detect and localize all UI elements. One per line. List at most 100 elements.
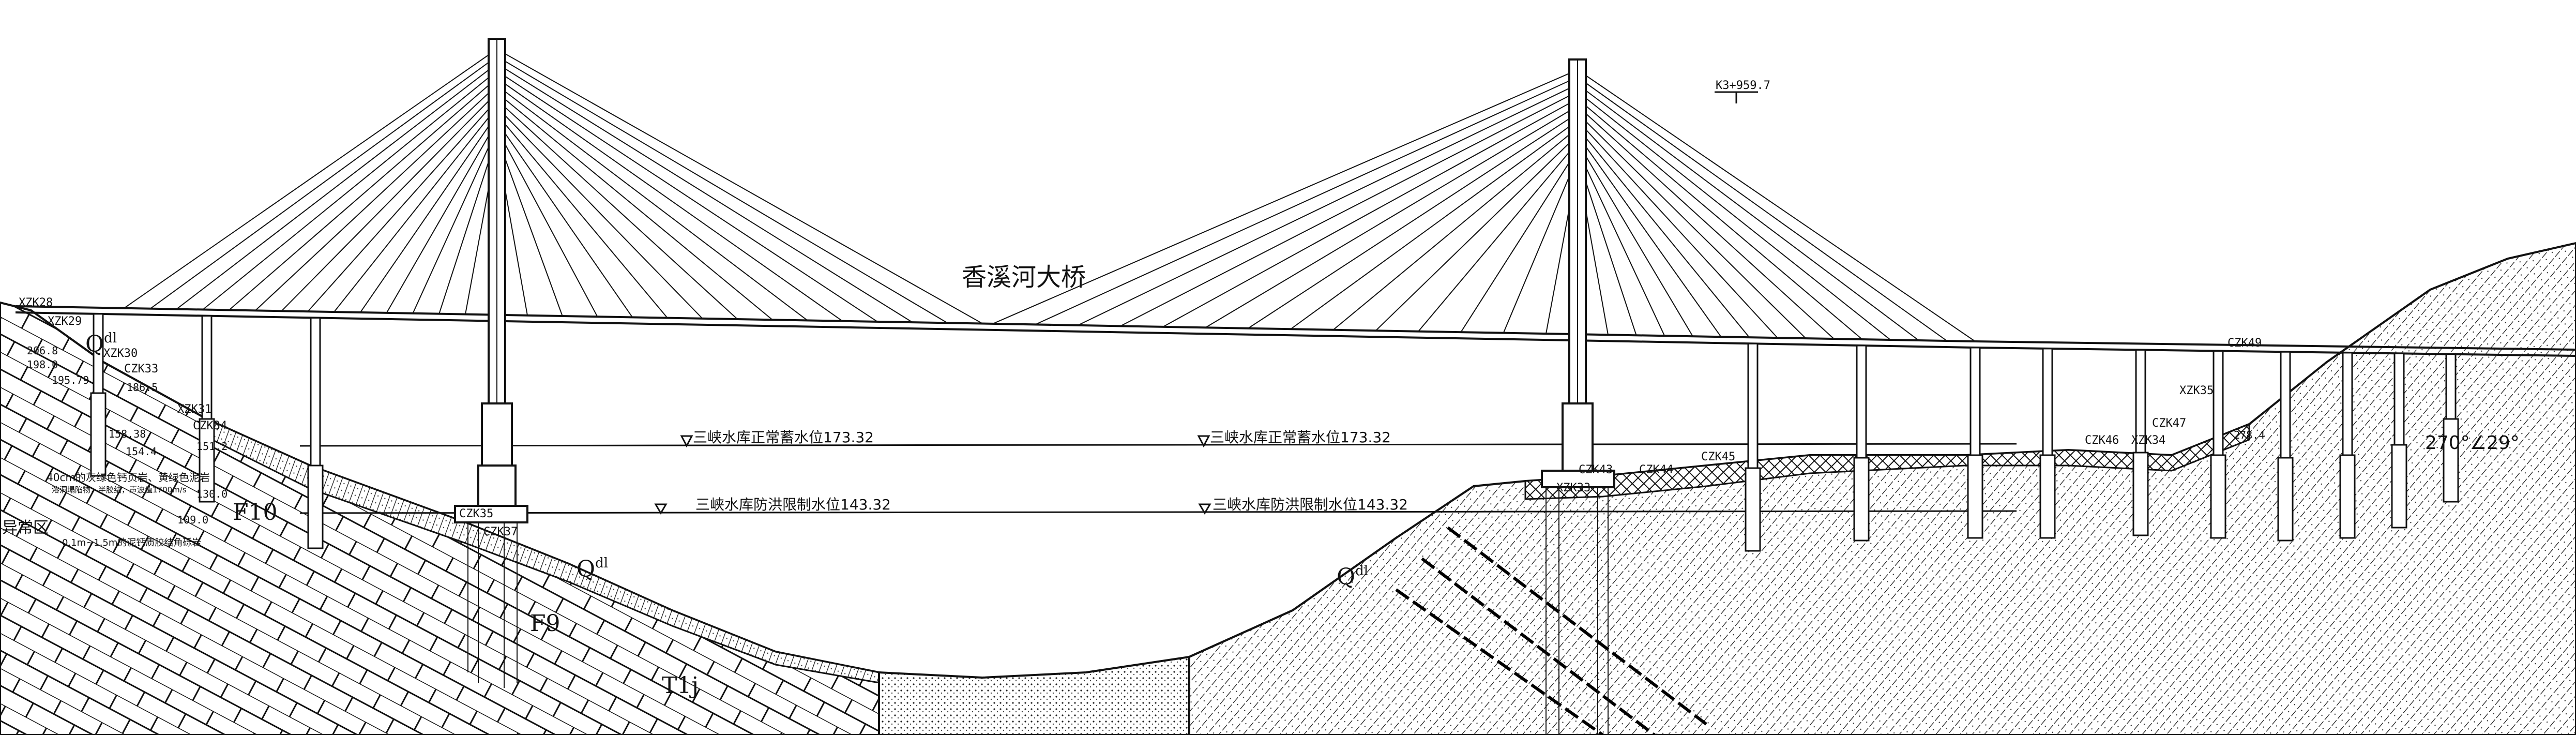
stay-cable — [1120, 91, 1578, 327]
stay-cable — [496, 78, 843, 322]
stay-cable — [124, 49, 497, 309]
pile — [2039, 454, 2056, 539]
pier — [310, 317, 321, 467]
pile — [2277, 457, 2294, 542]
pile — [90, 392, 107, 477]
stay-cable — [1332, 127, 1578, 331]
pier — [2393, 352, 2405, 446]
borehole-czk47: CZK47 — [2152, 417, 2186, 430]
borehole-czk43: CZK43 — [1579, 463, 1613, 476]
pylon-left — [454, 38, 528, 688]
elevation-tag: 130.0 — [196, 488, 228, 500]
terrain — [0, 242, 2576, 735]
f10-label: F10 — [233, 499, 278, 526]
pier — [1969, 347, 1981, 456]
pile — [2443, 418, 2459, 503]
stay-cable — [496, 85, 808, 321]
water-level-flood-left: 三峡水库防洪限制水位143.32 — [695, 496, 891, 513]
stay-cable — [281, 92, 497, 311]
pier — [2213, 350, 2224, 456]
stay-cable — [1035, 77, 1578, 325]
attitude-label: 270°∠29° — [2425, 432, 2520, 454]
stay-cable — [992, 69, 1578, 324]
pile — [2339, 454, 2356, 539]
note-shale: 40cm的灰绿色钙页岩、黄绿色泥岩 — [47, 471, 210, 484]
note-breccia: 0.1m~1.5m的泥钙质胶结角砾岩 — [62, 537, 201, 548]
piers — [90, 313, 2459, 552]
anomaly-zone-label: 异常区 — [2, 519, 49, 537]
stay-cable — [1162, 98, 1578, 327]
pylon-right — [1541, 58, 1615, 735]
elevation-tag: 109.0 — [177, 514, 208, 526]
pile — [2210, 454, 2226, 539]
stay-cable — [1577, 156, 1637, 336]
pile — [2132, 452, 2149, 536]
bridge-deck — [15, 305, 2576, 357]
stay-cable — [1460, 149, 1578, 333]
stay-cable — [496, 136, 563, 317]
note-cave: 溶洞塌陷物，半胶结，声波值1700m/s — [52, 485, 187, 494]
stay-cable — [496, 49, 983, 324]
stay-cable — [496, 99, 738, 320]
t1j-label: T1j — [662, 672, 699, 699]
elevation-tag: 198.0 — [27, 358, 58, 371]
stay-cable — [1418, 142, 1578, 332]
stay-cable — [176, 63, 497, 310]
stay-cable — [496, 121, 633, 318]
borehole-czk34: CZK34 — [193, 419, 227, 432]
pier — [2280, 351, 2291, 459]
borehole-xzk31: XZK31 — [177, 403, 211, 416]
stay-cable — [1248, 113, 1578, 329]
borehole-xzk29: XZK29 — [48, 315, 82, 328]
stay-cable — [412, 128, 497, 314]
borehole-xzk34: XZK34 — [2131, 434, 2165, 447]
water-level-flood-right: 三峡水库防洪限制水位143.32 — [1213, 496, 1408, 513]
station-label: K3+959.7 — [1716, 79, 1770, 92]
right-bank-overburden — [1524, 423, 2250, 500]
stay-cable — [496, 107, 703, 319]
elevation-tag: 154.4 — [126, 445, 157, 458]
pile — [1745, 467, 1761, 552]
borehole-czk44: CZK44 — [1639, 463, 1673, 476]
station-mark: K3+959.7 — [1715, 79, 1770, 103]
pile — [307, 464, 324, 549]
pier — [2042, 348, 2053, 456]
stay-cable — [386, 121, 497, 313]
qdl-label-left: Qdl — [85, 331, 117, 357]
pile — [2391, 444, 2407, 529]
stay-cable — [1577, 98, 1863, 340]
borehole-czk49: CZK49 — [2228, 337, 2262, 350]
stay-cable — [1577, 127, 1750, 338]
borehole-xzk33: XZK33 — [1556, 482, 1590, 494]
elevation-tag: 195.79 — [52, 374, 89, 386]
borehole-czk45: CZK45 — [1701, 451, 1735, 463]
stay-cable — [1577, 113, 1807, 339]
borehole-xzk30: XZK30 — [103, 347, 138, 360]
stay-cable — [438, 136, 497, 314]
bridge-name: 香溪河大桥 — [962, 263, 1086, 292]
stay-cable — [1290, 120, 1578, 330]
pile — [199, 418, 215, 503]
stay-cable — [360, 114, 497, 313]
stay-cable — [496, 70, 878, 322]
elevation-tags: 206.8 198.0 195.79 186.5 158.38 154.4 15… — [27, 344, 2265, 526]
stay-cable — [496, 128, 598, 317]
stay-cable — [229, 78, 497, 311]
stay-cable — [1078, 84, 1578, 326]
stay-cable — [1577, 84, 1919, 341]
stay-cable — [334, 107, 497, 312]
borehole-czk33: CZK33 — [124, 363, 158, 376]
qdl-label-right: Qdl — [1337, 563, 1368, 590]
borehole-labels: XZK28 XZK29 XZK30 CZK33 XZK31 CZK34 CZK3… — [19, 296, 2262, 538]
pier — [2342, 352, 2353, 456]
stay-cable — [496, 92, 773, 321]
elevation-tag: 151.2 — [196, 440, 228, 453]
stay-cable — [496, 63, 913, 323]
pile — [1967, 454, 1983, 539]
stay-cable — [1577, 69, 1976, 342]
elevation-tag: 206.8 — [27, 344, 58, 357]
stay-cable — [1503, 156, 1578, 334]
stay-cable — [496, 56, 948, 324]
elevation-tag: 158.38 — [109, 428, 146, 440]
